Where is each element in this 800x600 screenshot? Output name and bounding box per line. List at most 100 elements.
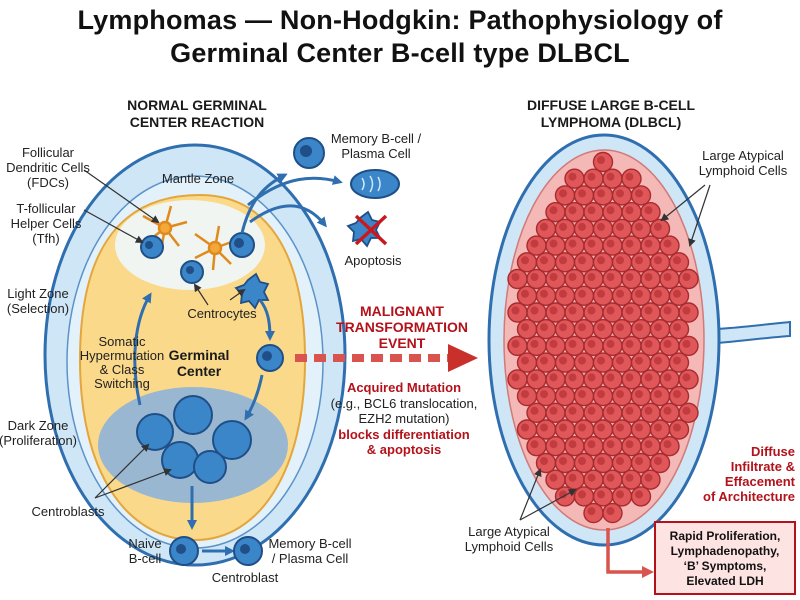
tumor-nucleus-icon [568, 406, 577, 415]
shm-label-2: Hypermutation [80, 348, 165, 363]
tumor-nucleus-icon [597, 256, 605, 265]
fdc-label-2: Dendritic Cells [6, 160, 90, 175]
tumor-nucleus-icon [635, 423, 643, 432]
tumor-nucleus-icon [625, 239, 634, 248]
apoptotic-cell-icon [346, 210, 382, 248]
tumor-nucleus-icon [616, 323, 624, 332]
mantle-zone-label: Mantle Zone [162, 171, 234, 186]
tumor-nucleus-icon [530, 306, 539, 315]
tumor-nucleus-icon [587, 172, 596, 181]
tumor-nucleus-icon [587, 406, 596, 415]
tumor-nucleus-icon [521, 423, 529, 432]
tumor-nucleus-icon [616, 222, 624, 231]
normal-labels: NORMAL GERMINAL CENTER REACTION Follicul… [0, 97, 422, 585]
tumor-nucleus-icon [625, 473, 634, 482]
memory-bottom-label-1: Memory B-cell [268, 536, 351, 551]
tumor-nucleus-icon [511, 273, 520, 281]
memory-top-label-1: Memory B-cell / [331, 131, 422, 146]
tumor-nucleus-icon [530, 373, 539, 382]
tumor-nucleus-icon [654, 356, 662, 365]
mutation-heading: Acquired Mutation [347, 380, 461, 395]
tumor-nucleus-icon [521, 256, 529, 265]
tumor-nucleus-icon [606, 507, 615, 516]
tumor-nucleus-icon [644, 440, 653, 449]
diffuse-line-2: Infiltrate & [731, 459, 795, 474]
tumor-nucleus-icon [616, 457, 624, 465]
tumor-nucleus-icon [587, 239, 596, 248]
tumor-nucleus-icon [673, 289, 681, 298]
tumor-nucleus-icon [625, 172, 634, 181]
tumor-nucleus-icon [597, 356, 605, 365]
tumor-nucleus-icon [559, 423, 567, 432]
pointer-lines [83, 169, 246, 499]
tumor-nucleus-icon [578, 256, 586, 265]
tumor-nucleus-icon [549, 406, 558, 415]
normal-heading-line-2: CENTER REACTION [130, 114, 265, 130]
centroblast-icon [161, 441, 199, 479]
tumor-nucleus-icon [606, 172, 615, 181]
tumor-nucleus-icon [635, 189, 643, 198]
tumor-nucleus-icon [578, 222, 586, 231]
centroblast-icon [212, 420, 252, 460]
tumor-nucleus-icon [682, 306, 691, 315]
tumor-nucleus-icon [644, 339, 653, 348]
tumor-nucleus-icon [568, 206, 577, 215]
tumor-nucleus-icon [549, 373, 558, 382]
tumor-nucleus-icon [625, 373, 634, 382]
tumor-nucleus-icon [521, 289, 529, 298]
tumor-nucleus-icon [597, 490, 605, 499]
tumor-nucleus-icon [587, 507, 596, 516]
tumor-nucleus-icon [663, 440, 672, 449]
tumor-nucleus-icon [511, 339, 520, 348]
tumor-nucleus-icon [540, 356, 548, 365]
light-zone-label-1: Light Zone [7, 286, 68, 301]
diffuse-line-4: of Architecture [703, 489, 795, 504]
shm-label-4: Switching [94, 376, 150, 391]
plasma-cell-icon [350, 169, 400, 199]
tumor-nucleus-icon [682, 406, 691, 415]
tumor-nucleus-icon [587, 373, 596, 382]
blocks-line-1: blocks differentiation [338, 427, 470, 442]
germinal-center-label-2: Center [177, 363, 222, 379]
event-line-3: EVENT [379, 335, 426, 351]
transformation-labels: MALIGNANT TRANSFORMATION EVENT Acquired … [331, 303, 478, 457]
tumor-nucleus-icon [625, 339, 634, 348]
tumor-nucleus-icon [540, 390, 548, 399]
tumor-nucleus-icon [540, 256, 548, 265]
tumor-nucleus-icon [559, 189, 567, 198]
tumor-nucleus-icon [654, 256, 662, 265]
cross-mark-icon [354, 214, 388, 246]
tumor-nucleus-icon [587, 206, 596, 215]
tumor-nucleus-icon [644, 239, 653, 248]
page-title: Lymphomas — Non-Hodgkin: Pathophysiology… [0, 4, 800, 70]
atypical-bottom-label-2: Lymphoid Cells [465, 539, 554, 554]
tumor-nucleus-icon [663, 339, 672, 348]
tumor-nucleus-icon [635, 256, 643, 265]
tumor-nucleus-icon [540, 423, 548, 432]
tumor-nucleus-icon [654, 457, 662, 465]
germinal-center-label-1: Germinal [169, 347, 230, 363]
tumor-nucleus-icon [540, 323, 548, 332]
diffuse-line-1: Diffuse [751, 444, 795, 459]
tumor-nucleus-icon [549, 206, 558, 215]
tumor-nucleus-icon [616, 289, 624, 298]
tumor-nucleus-icon [597, 189, 605, 198]
tumor-nucleus-icon [635, 222, 643, 231]
tumor-nucleus-icon [606, 273, 615, 281]
tumor-nucleus-icon [682, 339, 691, 348]
tumor-nucleus-icon [578, 390, 586, 399]
tumor-nucleus-icon [635, 356, 643, 365]
tumor-nucleus-icon [559, 222, 567, 231]
tumor-nucleus-icon [597, 423, 605, 432]
tumor-nucleus-icon [568, 172, 577, 181]
tumor-nucleus-icon [625, 273, 634, 281]
atypical-bottom-label-1: Large Atypical [468, 524, 550, 539]
tumor-nucleus-icon [597, 390, 605, 399]
tumor-nucleus-icon [625, 440, 634, 449]
tumor-nucleus-icon [587, 473, 596, 482]
event-line-2: TRANSFORMATION [336, 319, 468, 335]
tumor-nucleus-icon [673, 390, 681, 399]
tumor-nucleus-icon [644, 273, 653, 281]
tumor-nucleus-icon [549, 473, 558, 482]
